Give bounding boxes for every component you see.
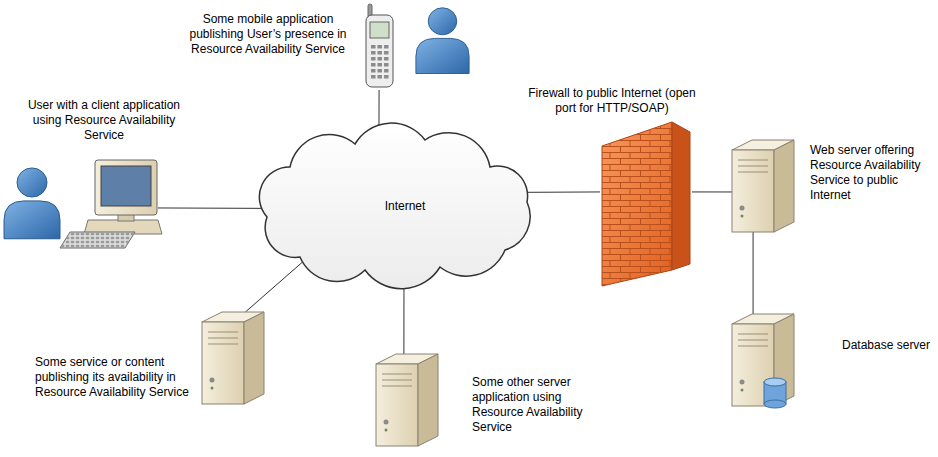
database-cylinder-icon (764, 400, 786, 408)
other-server-node: Some other server application using Reso… (376, 354, 438, 446)
mobile-app-node: Some mobile application publishing User’… (362, 4, 472, 90)
node-label: Web server offering Resource Availabilit… (810, 143, 934, 203)
desktop-computer-icon (101, 166, 151, 206)
internet-cloud-shape (259, 123, 530, 289)
connector-line (158, 207, 275, 208)
database-cylinder-icon (764, 378, 786, 386)
node-label: Firewall to public Internet (open port f… (527, 86, 697, 116)
database-cylinder-icon (764, 378, 786, 408)
mobile-phone-icon (370, 44, 389, 80)
mobile-phone-icon (366, 4, 393, 87)
database-server-node: Database server (732, 314, 794, 406)
node-label: Database server (842, 338, 930, 353)
desktop-computer-icon (60, 232, 135, 248)
client-user-node: User with a client application using Res… (0, 158, 158, 250)
firewall-node: Firewall to public Internet (open port f… (600, 118, 692, 288)
internet-cloud-shape (259, 123, 530, 289)
firewall-icon (602, 122, 672, 286)
node-label: Some mobile application publishing User’… (178, 12, 358, 57)
firewall-icon (602, 122, 672, 286)
node-label: Some other server application using Reso… (472, 375, 602, 435)
firewall-icon (602, 122, 690, 286)
firewall-icon (672, 122, 690, 270)
desktop-computer-icon (60, 232, 135, 248)
web-server-icon (732, 140, 794, 232)
connector-line (753, 232, 754, 314)
internet-cloud: Internet (245, 122, 540, 282)
person-icon (416, 8, 469, 74)
node-label: User with a client application using Res… (25, 98, 183, 143)
node-label: Some service or content publishing its a… (35, 355, 195, 400)
desktop-computer-icon (60, 160, 162, 248)
web-server-node: Web server offering Resource Availabilit… (732, 140, 794, 232)
mobile-phone-icon (370, 22, 389, 38)
other-server-icon (376, 354, 438, 446)
mobile-phone-icon (366, 15, 393, 87)
person-icon (4, 168, 60, 239)
service-server-icon (202, 312, 264, 404)
connector-line (692, 191, 732, 192)
database-server-icon (732, 314, 794, 406)
service-server-node: Some service or content publishing its a… (202, 312, 264, 404)
node-label: Internet (355, 199, 455, 214)
desktop-computer-icon (95, 160, 157, 215)
